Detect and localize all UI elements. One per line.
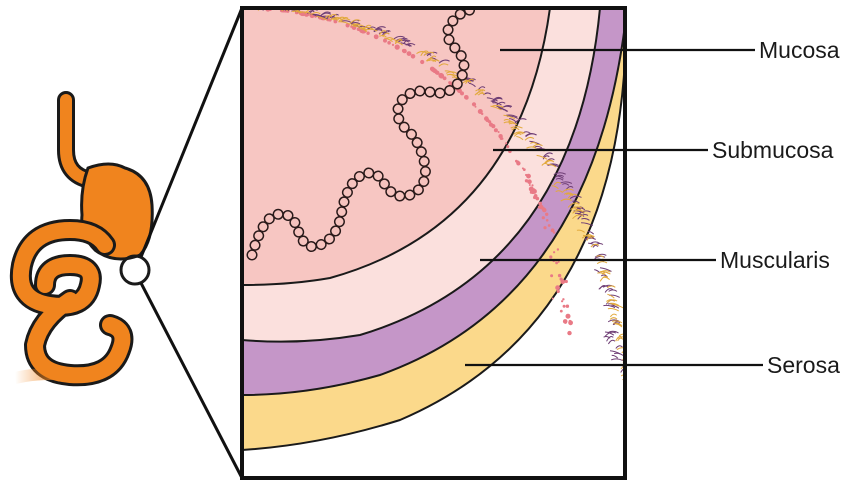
submucosa-dot [560,310,563,313]
digestive-tract-illustration [15,40,152,378]
submucosa-dot [484,116,489,121]
submucosa-dot [550,274,553,277]
submucosa-dot [558,274,561,277]
submucosa-dot [530,191,533,194]
submucosa-dot [566,314,571,319]
submucosa-dot [533,196,536,199]
muscularis-label: Muscularis [720,247,830,273]
submucosa-dot [506,145,509,148]
magnifier-circle [121,256,149,284]
submucosa-dot [543,226,546,229]
submucosa-dot [501,138,503,140]
submucosa-dot [557,248,559,250]
submucosa-dot [475,106,477,108]
submucosa-dot [562,298,564,300]
submucosa-dot [542,216,545,219]
mucosa-label: Mucosa [759,37,840,63]
submucosa-label: Submucosa [712,137,834,163]
submucosa-dot [561,300,563,302]
submucosa-dot [395,45,400,50]
submucosa-dot [531,184,533,186]
submucosa-dot [527,179,532,184]
submucosa-dot [567,331,571,335]
submucosa-dot [387,41,391,45]
submucosa-dot [548,224,551,227]
submucosa-dot [542,208,546,212]
submucosa-dot [545,213,548,216]
submucosa-dot [458,89,460,91]
submucosa-dot [555,262,558,265]
submucosa-dot [522,167,524,169]
submucosa-dot [558,261,560,263]
intestine-tail [15,374,70,378]
submucosa-dot [494,128,498,132]
submucosa-dot [498,131,500,133]
submucosa-dot [553,251,555,253]
submucosa-dot [491,124,495,128]
submucosa-dot [440,74,444,78]
submucosa-dot [557,290,560,293]
submucosa-dot [566,305,569,308]
submucosa-dot [516,161,520,165]
submucosa-dot [552,298,554,300]
submucosa-dot [564,322,566,324]
submucosa-dot [538,202,542,206]
submucosa-dot [374,35,377,38]
cross-section [240,3,636,478]
submucosa-dot [563,305,566,308]
submucosa-dot [478,109,483,114]
submucosa-dot [553,231,555,233]
submucosa-dot [560,279,565,284]
submucosa-dot [549,255,552,258]
submucosa-dot [529,184,531,186]
submucosa-dot [366,32,369,35]
submucosa-dot [525,174,527,176]
submucosa-dot [432,68,434,70]
submucosa-dot [383,39,387,43]
submucosa-dot [505,142,507,144]
serosa-label: Serosa [767,352,840,378]
submucosa-dot [569,320,572,323]
submucosa-dot [546,219,549,222]
submucosa-dot [411,54,416,59]
submucosa-dot [465,96,469,100]
submucosa-dot [460,91,464,95]
zoom-line-bottom [141,283,242,478]
zoom-line-top [141,8,242,257]
submucosa-dot [420,60,424,64]
submucosa-dot [392,44,394,46]
submucosa-dot [402,49,406,53]
submucosa-dot [555,285,560,290]
submucosa-dot [407,51,412,56]
